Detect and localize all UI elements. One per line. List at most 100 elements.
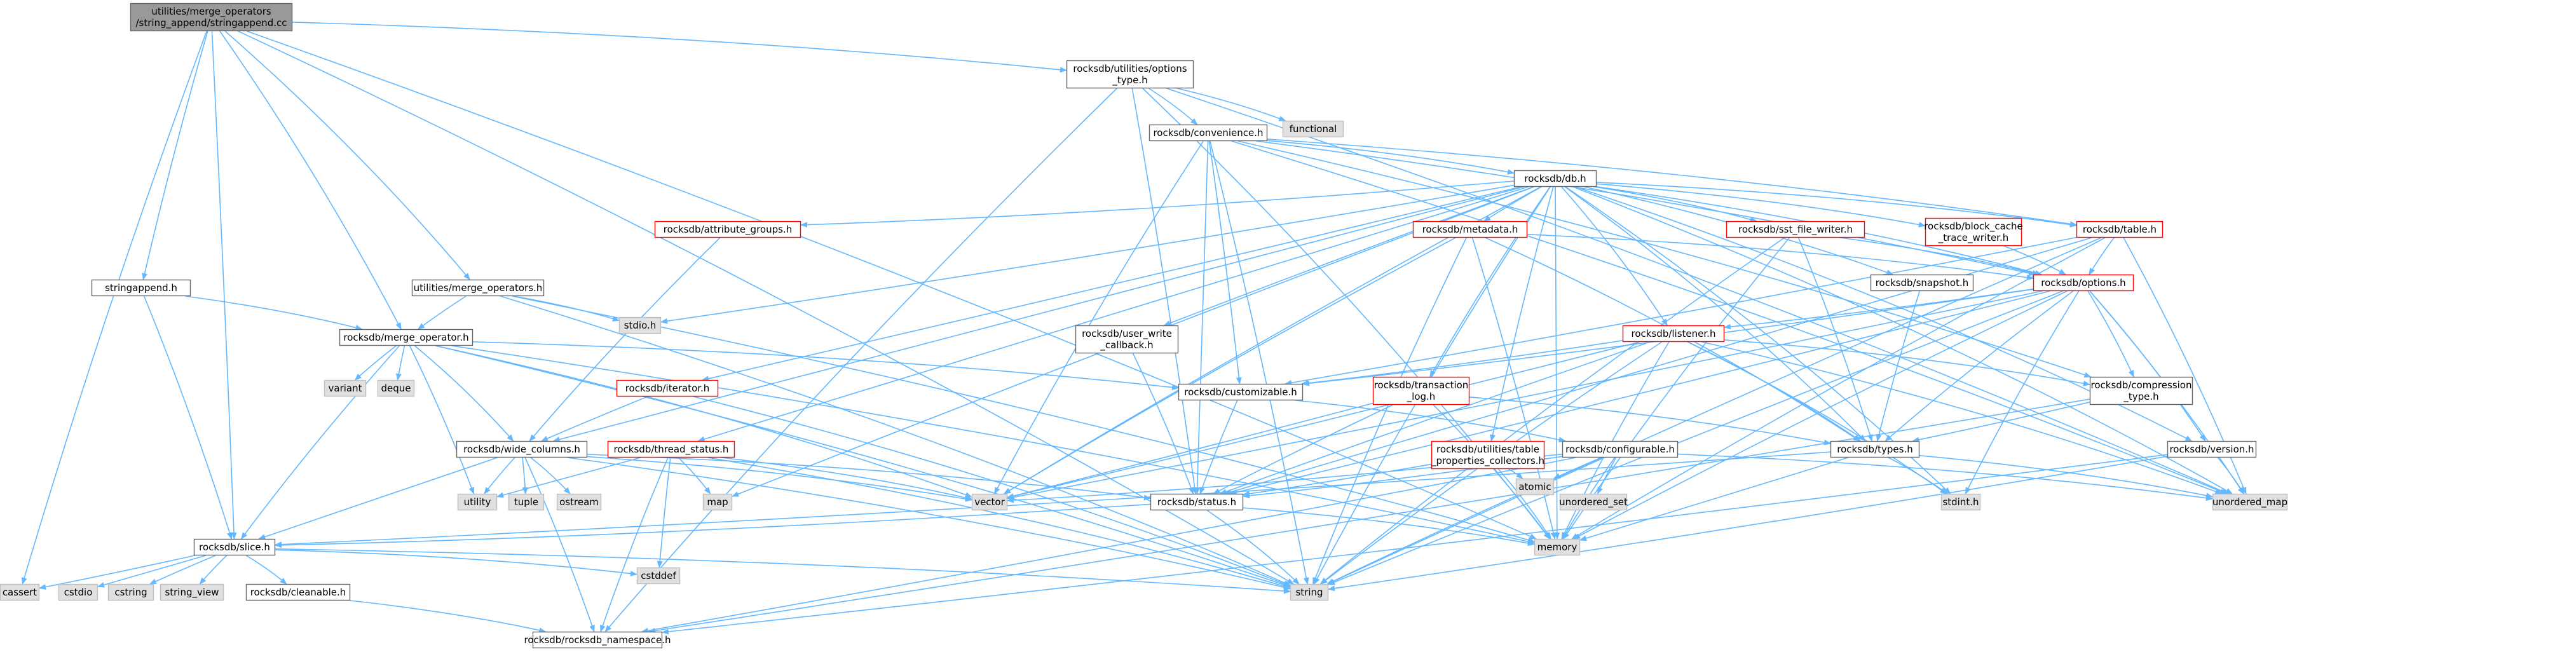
node-box [1150,493,1244,511]
edge-db-to-unordered_map [1572,186,2233,494]
node-version[interactable]: rocksdb/version.h [2167,440,2257,458]
node-label: rocksdb/attribute_groups.h [664,224,792,236]
node-cstdio: cstdio [58,583,99,601]
node-transaction-log[interactable]: rocksdb/transaction_log.h [1372,376,1470,405]
node-label: map [707,496,728,508]
edge-listener-to-types [1687,341,1862,442]
edge-slice-to-cstring [149,555,216,585]
edge-wide_columns-to-tuple [522,457,528,495]
node-label: _trace_writer.h [1938,232,2009,244]
edge-db-to-block_cache_trace [1596,183,1926,228]
node-listener[interactable]: rocksdb/listener.h [1622,325,1725,343]
node-label: rocksdb/utilities/options [1073,63,1187,74]
node-merge-operator[interactable]: rocksdb/merge_operator.h [339,329,474,346]
node-box [107,583,154,601]
edge-slice-to-string_view [199,555,228,585]
node-compression-type[interactable]: rocksdb/compression_type.h [2089,376,2193,405]
node-convenience[interactable]: rocksdb/convenience.h [1148,124,1268,142]
node-box [1431,440,1545,470]
node-wide-columns[interactable]: rocksdb/wide_columns.h [456,440,588,458]
node-box [339,329,474,346]
edge-metadata-to-options [1527,234,2034,281]
edge-db-to-thread_status [697,186,1529,442]
node-attribute-groups[interactable]: rocksdb/attribute_groups.h [654,221,801,238]
node-configurable[interactable]: rocksdb/configurable.h [1562,440,1679,458]
edge-types-to-slice [274,451,1831,548]
node-table-properties-collectors[interactable]: rocksdb/utilities/table_properties_colle… [1431,440,1545,470]
node-options[interactable]: rocksdb/options.h [2033,274,2134,292]
edge-table-to-string [1326,237,2102,585]
node-label: rocksdb/block_cache [1924,221,2023,233]
edge-merge_operator-to-wide_columns [414,345,514,442]
edge-transaction_log-to-types [1469,397,1832,445]
edge-configurable-to-string [1326,457,1603,585]
node-cleanable[interactable]: rocksdb/cleanable.h [245,583,351,601]
node-label: rocksdb/types.h [1837,444,1912,455]
node-box [1534,538,1581,556]
edge-configurable-to-rocksdb_namespace [641,457,1576,634]
node-label: variant [329,383,362,394]
edge-slice-to-cleanable [245,555,287,585]
edge-db-to-stdio [660,184,1515,324]
edge-version-to-unordered_map [2217,457,2245,494]
edge-merge_operator-to-variant [354,345,397,381]
node-db[interactable]: rocksdb/db.h [1513,170,1597,187]
edge-options-to-memory [1572,290,2068,540]
edge-db-to-sst_file_writer [1594,186,1757,222]
node-utilities-options-type[interactable]: rocksdb/utilities/options_type.h [1066,60,1194,89]
node-rocksdb-namespace[interactable]: rocksdb/rocksdb_namespace.h [524,631,671,649]
node-sst-file-writer[interactable]: rocksdb/sst_file_writer.h [1726,221,1865,238]
node-thread-status[interactable]: rocksdb/thread_status.h [607,440,735,458]
node-box [2089,376,2193,405]
node-label: rocksdb/thread_status.h [614,444,729,456]
node-stringappend[interactable]: stringappend.h [91,279,191,297]
edge-listener-to-vector [1006,341,1640,500]
edge-wide_columns-to-slice [258,457,498,540]
node-label: cstdio [64,587,93,598]
node-types[interactable]: rocksdb/types.h [1830,440,1920,458]
edge-user_write_callback-to-status [1132,353,1194,495]
edge-version-to-string [1327,456,2168,592]
node-box [1148,124,1268,142]
node-string-view: string_view [160,583,224,601]
node-label: stringappend.h [105,282,177,294]
node-status[interactable]: rocksdb/status.h [1150,493,1244,511]
edge-db-to-types [1564,186,1866,442]
node-label: rocksdb/iterator.h [625,383,710,394]
node-metadata[interactable]: rocksdb/metadata.h [1412,221,1528,238]
edge-listener-to-customizable [1301,340,1623,386]
node-root[interactable]: utilities/merge_operators/string_append/… [130,3,293,32]
edge-options-to-listener [1723,289,2034,330]
node-slice[interactable]: rocksdb/slice.h [193,538,276,556]
node-iterator[interactable]: rocksdb/iterator.h [616,379,719,397]
node-label: functional [1290,123,1337,135]
node-snapshot[interactable]: rocksdb/snapshot.h [1870,274,1974,292]
edge-metadata-to-vector [1003,237,1456,494]
node-label: cassert [3,587,37,598]
edge-thread_status-to-map [678,457,711,494]
node-merge-operators[interactable]: utilities/merge_operators.h [411,279,545,297]
node-user-write-callback[interactable]: rocksdb/user_write_callback.h [1075,325,1179,354]
node-label: vector [974,496,1005,508]
node-map: map [702,493,733,511]
edge-status-to-memory [1243,507,1536,547]
edge-block_cache_trace-to-options [2003,245,2066,275]
edge-wide_columns-to-rocksdb_namespace [524,457,595,633]
edge-transaction_log-to-vector [1006,402,1373,499]
node-label: utility [464,496,491,508]
node-customizable[interactable]: rocksdb/customizable.h [1178,383,1304,401]
node-box [1075,325,1179,354]
node-label: rocksdb/listener.h [1632,328,1716,339]
node-table[interactable]: rocksdb/table.h [2076,221,2164,238]
node-label: unordered_map [2212,496,2287,508]
edge-slice-to-cstddef [275,549,638,576]
node-box [1513,170,1597,187]
node-label: _log.h [1407,391,1436,403]
node-cassert: cassert [0,583,40,601]
node-block-cache-trace[interactable]: rocksdb/block_cache_trace_writer.h [1924,217,2023,247]
node-label: string_view [165,587,219,599]
edge-snapshot-to-types [1876,290,1921,442]
edge-transaction_log-to-status [1213,404,1393,494]
edge-convenience-to-vector [993,140,1204,494]
node-label: rocksdb/utilities/table [1436,444,1539,455]
